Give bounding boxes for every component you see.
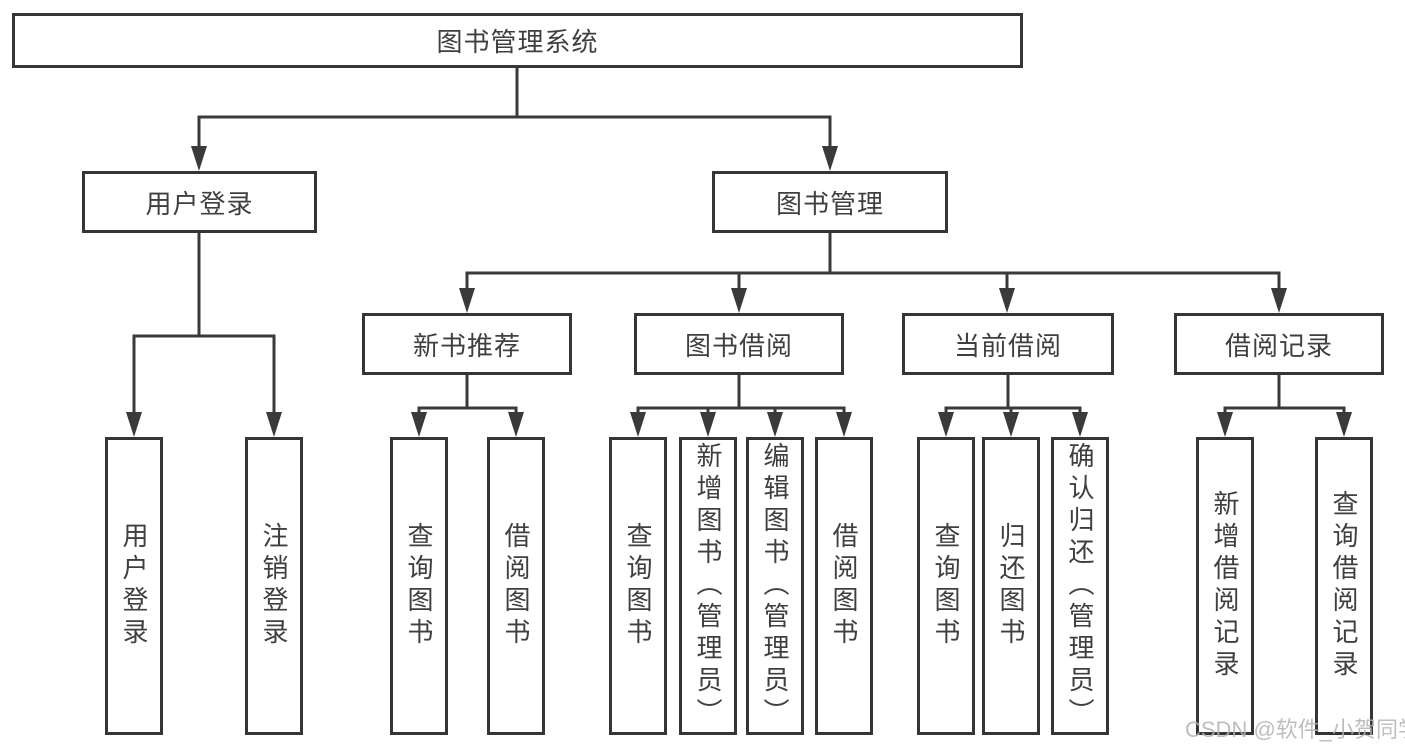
node-label: 图书管理系统 <box>436 27 599 57</box>
node-label: 查询图书 <box>931 522 961 650</box>
node-label: 新增图书（管理员） <box>693 442 723 730</box>
node-leaf-edit-book-admin: 编辑图书（管理员） <box>746 437 804 735</box>
node-label: 借阅记录 <box>1224 330 1333 361</box>
node-label: 注销登录 <box>259 522 289 650</box>
node-label: 图书借阅 <box>684 330 793 361</box>
node-leaf-user-login: 用户登录 <box>105 437 163 735</box>
csdn-watermark: CSDN @软件_小贺同学 <box>1185 717 1405 742</box>
node-label: 新增借阅记录 <box>1210 490 1240 682</box>
node-leaf-logout: 注销登录 <box>245 437 303 735</box>
node-new-book-recommend: 新书推荐 <box>362 313 572 375</box>
node-label: 用户登录 <box>145 188 254 219</box>
node-leaf-return-book: 归还图书 <box>982 437 1040 735</box>
node-label: 查询图书 <box>404 522 434 650</box>
node-book-borrow: 图书借阅 <box>634 313 844 375</box>
node-label: 确认归还（管理员） <box>1065 442 1095 730</box>
node-borrow-records: 借阅记录 <box>1174 313 1384 375</box>
node-leaf-recommend-borrow-books: 借阅图书 <box>487 437 545 735</box>
node-root-library-system: 图书管理系统 <box>12 13 1023 68</box>
node-user-login-module: 用户登录 <box>82 171 317 233</box>
node-label: 查询借阅记录 <box>1329 490 1359 682</box>
node-leaf-recommend-query-books: 查询图书 <box>390 437 448 735</box>
node-label: 查询图书 <box>623 522 653 650</box>
node-book-management-module: 图书管理 <box>712 171 948 233</box>
node-label: 借阅图书 <box>501 522 531 650</box>
node-label: 归还图书 <box>996 522 1026 650</box>
node-leaf-query-borrow-record: 查询借阅记录 <box>1315 437 1373 735</box>
node-leaf-borrow-book: 借阅图书 <box>815 437 873 735</box>
node-label: 新书推荐 <box>412 330 521 361</box>
node-leaf-add-book-admin: 新增图书（管理员） <box>679 437 737 735</box>
node-current-borrow: 当前借阅 <box>902 313 1114 375</box>
node-label: 借阅图书 <box>829 522 859 650</box>
node-leaf-borrow-query-books: 查询图书 <box>609 437 667 735</box>
node-leaf-current-query-books: 查询图书 <box>917 437 975 735</box>
node-leaf-confirm-return-admin: 确认归还（管理员） <box>1051 437 1109 735</box>
node-leaf-add-borrow-record: 新增借阅记录 <box>1196 437 1254 735</box>
node-label: 当前借阅 <box>953 330 1062 361</box>
node-label: 用户登录 <box>119 522 149 650</box>
node-label: 图书管理 <box>775 188 884 219</box>
node-label: 编辑图书（管理员） <box>760 442 790 730</box>
